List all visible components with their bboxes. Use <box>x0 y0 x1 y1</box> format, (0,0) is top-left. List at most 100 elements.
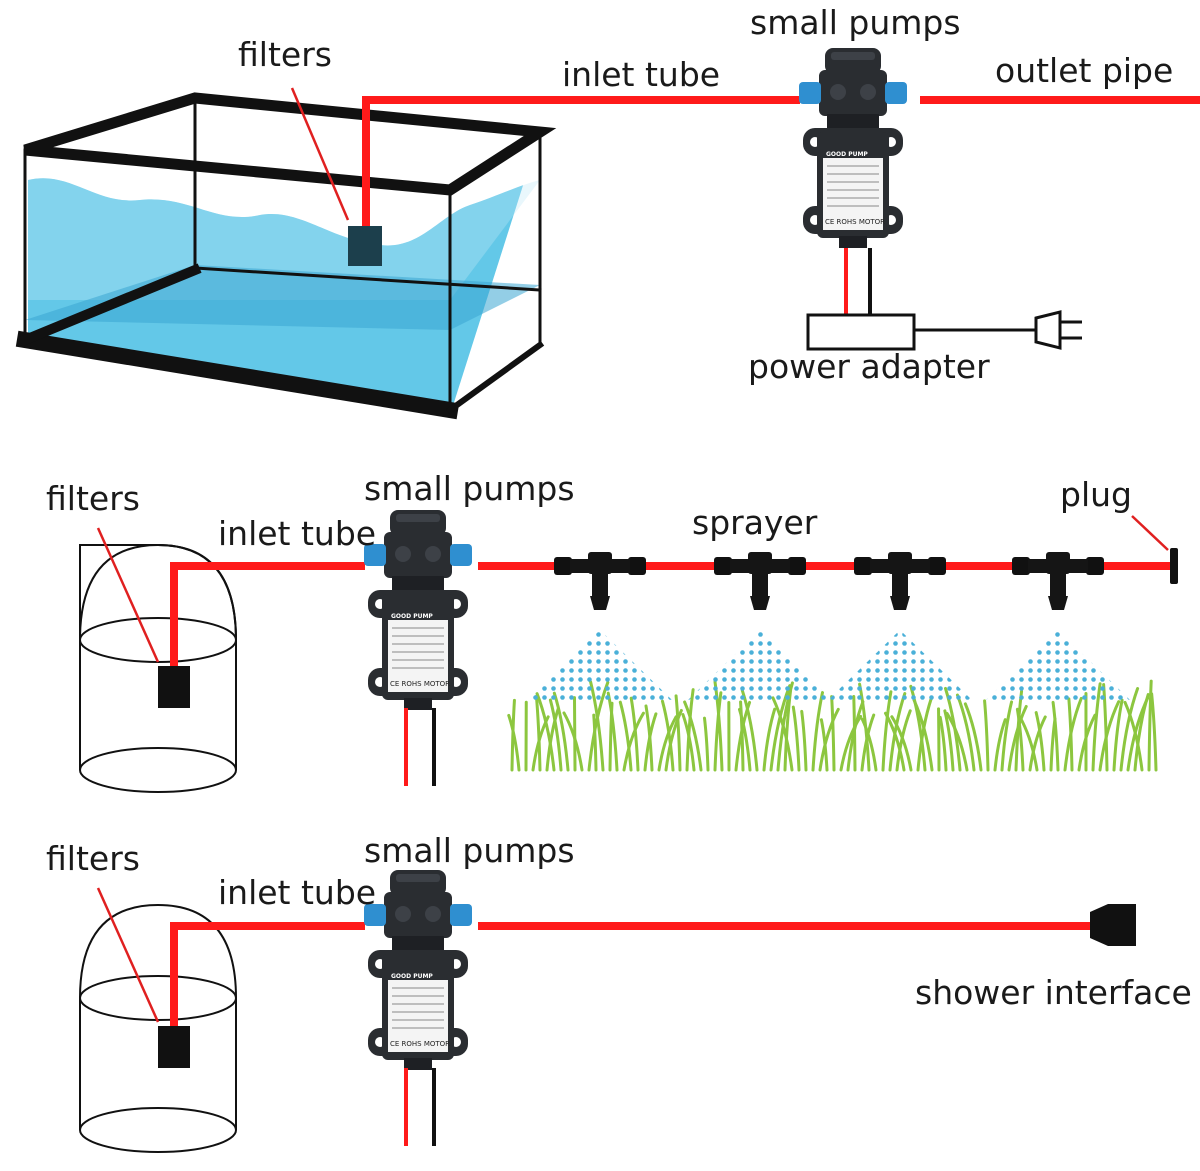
grass-blade <box>1067 697 1074 772</box>
inlet-tube-2 <box>170 562 365 680</box>
grass-blade <box>993 718 1007 772</box>
water-bucket-3 <box>79 903 237 1153</box>
grass-blade <box>791 705 801 772</box>
label-plug: plug <box>1060 475 1132 514</box>
filters-pointer-3 <box>96 887 160 1023</box>
grass-blade <box>664 708 683 772</box>
label-filters-3: filters <box>46 839 140 878</box>
grass-blade <box>657 715 678 772</box>
sprayer-4 <box>1012 552 1104 610</box>
grass-blade <box>545 707 560 772</box>
grass-blade <box>1051 700 1060 772</box>
label-sprayer: sprayer <box>692 503 818 542</box>
grass-blade <box>1034 711 1046 772</box>
inlet-tube-1 <box>362 96 800 232</box>
grass-blade <box>660 699 675 772</box>
grass-blade <box>737 707 752 772</box>
shower-interface-fitting <box>1090 904 1136 946</box>
spray-cone-2 <box>688 630 832 700</box>
grass-blade <box>572 696 577 772</box>
grass-blade <box>548 698 563 772</box>
pump-brand-text: GOOD PUMP <box>391 973 433 980</box>
aquarium-water <box>28 178 540 415</box>
pump-brand-text: GOOD PUMP <box>826 151 868 158</box>
grass-blade <box>681 713 696 772</box>
sprayer-1 <box>554 552 646 610</box>
aquarium-tank <box>15 92 557 420</box>
grass-blade <box>1028 715 1047 772</box>
grass-blade <box>1123 700 1144 772</box>
spray-cone-4 <box>986 630 1130 700</box>
label-small-pumps-3: small pumps <box>364 831 575 870</box>
pump-footer-text: CE ROHS MOTOR <box>390 680 450 688</box>
grass-blade <box>674 694 682 772</box>
grass-blade <box>830 695 836 772</box>
filter-1 <box>348 226 382 266</box>
filters-pointer-1 <box>290 87 350 221</box>
spray-cones <box>528 630 1130 700</box>
filter-2 <box>158 666 190 708</box>
scene-aquarium: filters inlet tube small pumps outlet pi… <box>15 3 1200 420</box>
sprayer-3 <box>854 552 946 610</box>
grass-blade <box>983 699 990 772</box>
grass-blade <box>1150 692 1158 772</box>
grass-blade <box>702 716 710 772</box>
grass-blade <box>1000 700 1014 772</box>
filter-3 <box>158 1026 190 1068</box>
grass-blade <box>963 702 983 772</box>
label-inlet-tube-2: inlet tube <box>218 514 376 553</box>
grass-blade <box>507 713 521 772</box>
grass-blade <box>800 709 808 772</box>
power-adapter <box>806 313 916 351</box>
grass-blade <box>1119 687 1140 772</box>
label-shower-interface: shower interface <box>915 973 1192 1012</box>
grass-blade <box>938 715 948 772</box>
scene-sprayer: filters inlet tube small pumps sprayer p… <box>46 469 1178 793</box>
grass-blade <box>945 711 969 772</box>
label-inlet-tube-1: inlet tube <box>562 55 720 94</box>
grass-blade <box>1015 707 1025 772</box>
pump-footer-text: CE ROHS MOTOR <box>825 218 885 226</box>
grass-blade <box>955 693 976 772</box>
pump-footer-text: CE ROHS MOTOR <box>390 1040 450 1048</box>
grass-blade <box>618 700 633 772</box>
grass-blade <box>890 715 913 772</box>
plug-pointer <box>1131 515 1169 551</box>
label-inlet-tube-3: inlet tube <box>218 873 376 912</box>
spray-cone-1 <box>528 630 672 700</box>
grass-blade <box>562 711 584 772</box>
grass-blade <box>771 696 794 772</box>
label-filters-2: filters <box>46 479 140 518</box>
grass-blade <box>1007 704 1028 772</box>
grass-blade <box>644 704 654 772</box>
grass-blade <box>683 700 703 772</box>
label-filters-1: filters <box>238 35 332 74</box>
grass-blade <box>592 713 598 772</box>
grass-blade <box>818 707 840 772</box>
grass-blade <box>762 707 777 772</box>
grass-blade <box>881 690 893 772</box>
grass-blade <box>739 700 745 772</box>
grass-blade <box>1112 698 1124 772</box>
grass-blade <box>629 696 640 772</box>
plug-end <box>1170 548 1178 584</box>
grass-blade <box>622 711 645 772</box>
grass-blade <box>943 709 955 772</box>
grass-blade <box>685 688 695 772</box>
label-outlet-pipe: outlet pipe <box>995 51 1173 90</box>
inlet-tube-3 <box>170 922 365 1040</box>
grass-blade <box>1147 679 1153 772</box>
spray-cone-3 <box>828 630 972 700</box>
scene-shower: filters inlet tube small pumps shower in… <box>46 831 1192 1153</box>
sprayer-2 <box>714 552 806 610</box>
filters-pointer-2 <box>96 527 160 663</box>
label-power-adapter: power adapter <box>748 347 990 386</box>
grass-blade <box>860 717 878 772</box>
grass-blade <box>852 695 857 772</box>
grass-blade <box>1133 693 1150 772</box>
label-small-pumps-1: small pumps <box>750 3 961 42</box>
pump-brand-text: GOOD PUMP <box>391 613 433 620</box>
grass-blade <box>912 698 934 772</box>
